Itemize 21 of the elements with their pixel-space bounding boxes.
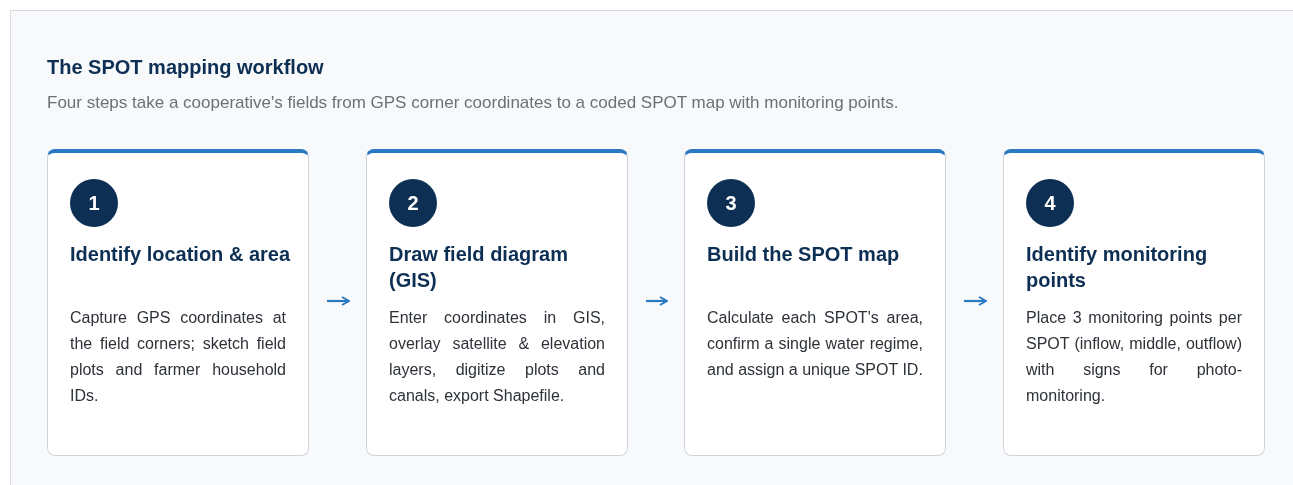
step-heading: Identify location & area: [70, 242, 292, 267]
step-number: 3: [707, 179, 755, 227]
step-description: Enter coordinates in GIS, overlay satellite & elevation layers, digitize plots and canals, export Shapefile.: [389, 308, 605, 406]
step-number: 1: [70, 179, 118, 227]
step-heading: Identify monitoring points: [1026, 242, 1209, 293]
step-description: Calculate each SPOT's area, confirm a single water regime, and assign a unique SPOT ID.: [707, 308, 923, 380]
arrow: [327, 296, 350, 306]
step-card: [366, 149, 628, 456]
step-description: Capture GPS coordinates at the field corners; sketch field plots and farmer household IDs.: [70, 308, 286, 406]
diagram-title: The SPOT mapping workflow: [47, 56, 324, 79]
step-heading: Build the SPOT map: [707, 242, 901, 267]
step-number: 4: [1026, 179, 1074, 227]
step-description: Place 3 monitoring points per SPOT (inflow, middle, outflow) with signs for photo-monitoring.: [1026, 308, 1242, 406]
step-card: [684, 149, 946, 456]
step-number: 2: [389, 179, 437, 227]
arrow: [646, 296, 668, 306]
step-heading: Draw field diagram (GIS): [389, 242, 569, 293]
subtitle: Four steps take a cooperative's fields from GPS corner coordinates to a coded SPOT map with monitoring points.: [47, 93, 899, 113]
step-card: [47, 149, 309, 456]
step-card: [1003, 149, 1265, 456]
arrow: [964, 296, 987, 306]
